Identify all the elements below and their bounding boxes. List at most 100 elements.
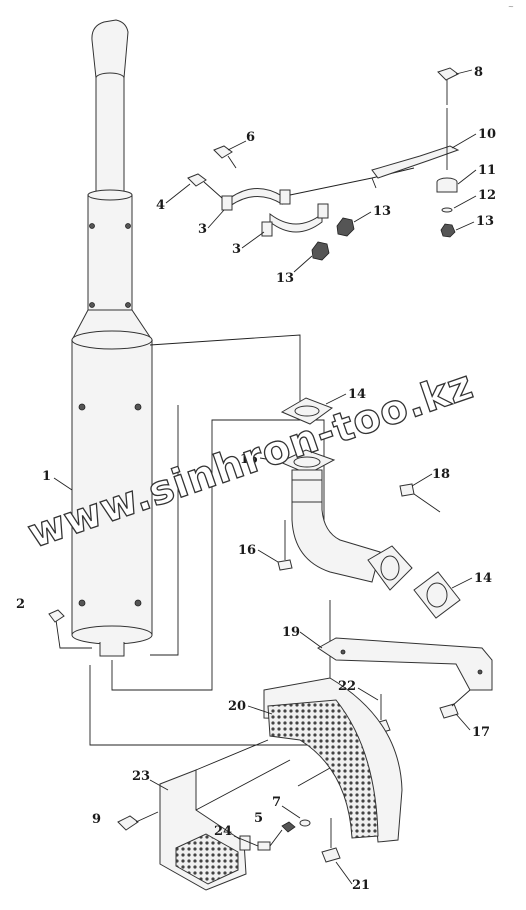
leader-19 [299,631,323,649]
corner-mark: ~ [508,3,514,11]
elbow-group [277,397,461,619]
nut-13a [336,217,355,237]
bolt-4-shank [203,181,223,199]
callout-1: 1 [42,469,51,484]
rivet [89,302,95,308]
support-bracket-19 [317,637,493,691]
bolt-17-line [451,689,471,707]
callout-9: 9 [92,812,101,827]
nut-13c [440,223,456,238]
bolt-21-head [321,847,341,863]
muffler-inlet [99,642,125,657]
flange-15-hole [293,456,321,468]
callout-7: 7 [272,795,281,810]
callout-10: 10 [478,127,496,142]
clamp-upper-tab [279,189,291,205]
step-24-mesh [175,833,239,885]
nut-5 [281,821,296,833]
leader-13b [293,255,313,273]
step-leader [195,739,291,811]
callout-12: 12 [478,188,496,203]
leader-15 [259,457,285,463]
clamp-lower-tab [317,203,329,219]
leader-7 [281,805,301,819]
clamp-upper-tab [221,195,233,211]
rivet [89,223,95,229]
rivet [78,403,86,411]
heat-shield-20-mesh [267,699,379,839]
callout-15: 15 [240,452,258,467]
clamp-lower-tab [261,221,273,237]
rivet [134,599,142,607]
bolt-6-shank [227,155,237,169]
nut-13b [311,241,330,261]
bracket-hole [477,669,483,675]
gasket-14-top-hole [294,405,320,417]
callout-11: 11 [478,163,496,178]
leader-3b [241,231,265,249]
bolt-18-line [413,493,441,513]
connector-lines [55,334,331,746]
rubber-mount-11 [436,182,458,193]
bolt-8-head [437,67,459,81]
clamp-section-top [87,189,133,201]
muffler-assembly [71,19,153,657]
tailpipe-upper [95,78,125,196]
leader-2 [55,619,92,649]
heat-shield-leader [297,767,331,787]
bolt-24-line [269,829,283,847]
routing-line-c [149,334,301,410]
tailpipe-clamp-section [87,194,133,311]
leader-1 [53,477,73,491]
clamp-upper [229,188,283,207]
bolt-9-head [117,815,139,831]
callout-21: 21 [352,878,370,893]
callout-13a: 13 [373,204,391,219]
callout-13b: 13 [276,271,294,286]
gasket-14-right-hole [426,582,448,608]
callout-13c: 13 [476,214,494,229]
callout-3b: 3 [232,242,241,257]
leader-14a [325,393,347,405]
bolt-6-head [213,145,233,159]
callout-19: 19 [282,625,300,640]
callout-2: 2 [16,597,25,612]
callout-8: 8 [474,65,483,80]
callout-labels: 1 2 3 3 4 5 6 7 8 9 10 11 12 13 13 13 14… [16,65,496,893]
washer-7 [299,819,311,827]
leader-12 [453,195,477,209]
clamp-lower [269,212,323,233]
routing-line-b [89,600,331,746]
leader-17 [455,713,471,731]
bolt-16-head [277,559,293,571]
rivet [134,403,142,411]
leader-24 [233,835,259,847]
leader-16 [257,549,279,563]
leader-13a [353,211,372,223]
bolt-17-head [439,703,459,719]
callout-18: 18 [432,467,450,482]
callout-6: 6 [246,130,255,145]
hanger-bracket-10 [371,145,460,179]
leader-4 [165,183,191,204]
callout-4: 4 [156,198,165,213]
leader-10 [451,133,477,149]
leader-23 [149,779,169,791]
rivet [78,599,86,607]
bolt-24 [257,841,271,851]
heat-shield-group [263,677,403,843]
callout-23: 23 [132,769,150,784]
bolt-2 [48,609,65,623]
callout-3a: 3 [198,222,207,237]
callout-24: 24 [214,824,232,839]
clamp-group [187,145,415,261]
leader-13c [455,221,475,231]
callout-14a: 14 [348,387,366,402]
leader-14b [451,577,473,589]
leader-3a [207,209,225,229]
routing-line-a [111,419,325,691]
leader-20 [247,705,273,715]
leader-21 [335,861,353,885]
washer-12 [441,207,453,213]
